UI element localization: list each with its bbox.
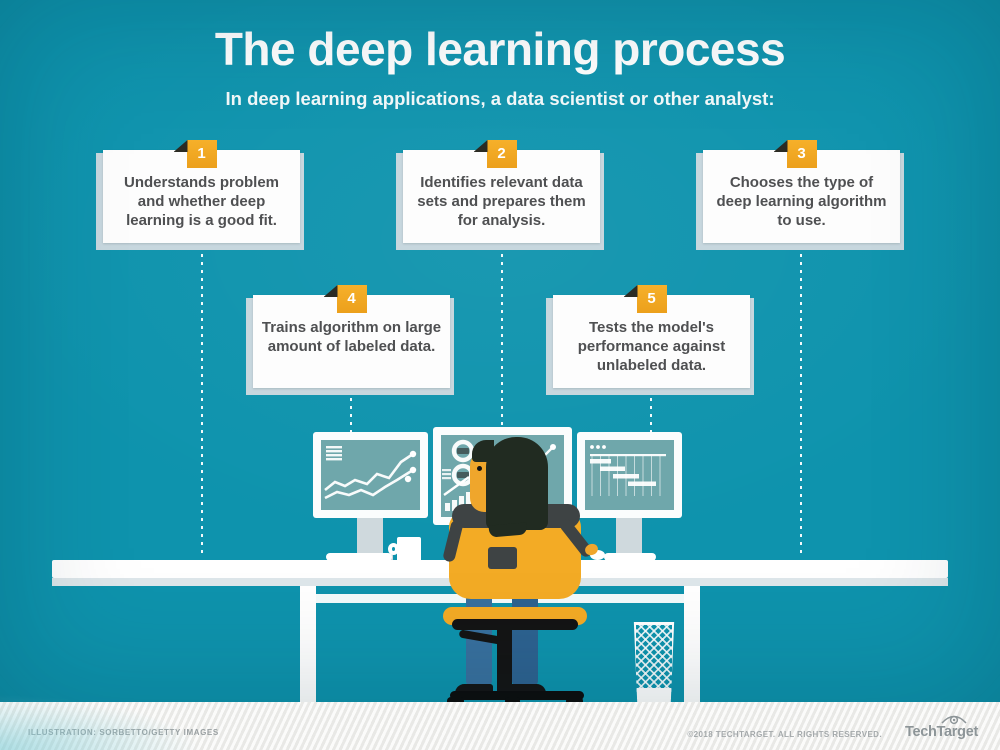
step-number-badge: 5 [623,285,667,313]
page-subtitle: In deep learning applications, a data sc… [225,88,775,109]
step-number-badge: 4 [323,285,367,313]
trash-can [633,622,675,702]
chair-wheel-right [566,697,583,706]
mouse [590,550,605,560]
chair-lumbar [488,547,517,569]
brand-text: TechTarget [904,724,978,740]
chair-wheel-left [447,697,464,706]
monitor-left [313,432,428,518]
badge-fold [173,140,188,152]
step-text: Identifies relevant data sets and prepar… [417,174,586,229]
chair-base [450,691,584,700]
step-card-2: 2 Identifies relevant data sets and prep… [396,140,604,250]
connector-step1 [201,246,203,558]
badge-fold [473,140,488,152]
step-text: Trains algorithm on large amount of labe… [261,319,442,355]
page-title: The deep learning process [214,23,786,75]
coffee-mug [397,537,421,562]
step-card-4: 4 Trains algorithm on large amount of la… [246,285,454,395]
step-number: 1 [197,145,206,162]
step-number: 5 [647,290,656,307]
step-card-1: 1 Understands problem and whether deep l… [96,140,304,250]
copyright-text: ©2018 TECHTARGET. ALL RIGHTS RESERVED. [687,730,882,739]
step-number-badge: 2 [473,140,517,168]
step-card-3: 3 Chooses the type of deep learning algo… [696,140,904,250]
monitor-right [577,432,682,518]
desk-leg-right [684,586,700,702]
connector-step3 [800,246,802,558]
badge-fold [323,285,338,297]
eye-icon [941,715,967,725]
desk-leg-left [300,586,316,702]
connector-step5 [650,390,652,432]
step-number-badge: 1 [173,140,217,168]
screen-line-chart [321,440,420,510]
techtarget-logo: TechTarget [904,715,978,740]
line-chart-icon [324,446,417,500]
step-text: Understands problem and whether deep lea… [123,174,280,229]
step-text: Chooses the type of deep learning algori… [716,174,887,229]
footer-corner-glow [0,694,200,750]
step-number-badge: 3 [773,140,817,168]
connector-step4 [350,390,352,432]
chair-column [497,630,512,694]
screen-gantt-chart [585,440,674,510]
gantt-chart-icon [590,445,666,496]
keyboard-right [604,553,656,561]
step-text: Tests the model's performance against un… [577,319,726,374]
keyboard-left [326,553,392,561]
hair-fringe [472,440,494,462]
step-number: 3 [797,145,806,162]
step-card-5: 5 Tests the model's performance against … [546,285,754,395]
step-number: 2 [497,145,506,162]
connector-step2 [501,246,503,427]
chair-seat-bar [452,619,578,630]
hair [486,437,548,530]
step-number: 4 [347,290,356,307]
chair-wheel-center [505,697,520,706]
eye [477,466,482,471]
